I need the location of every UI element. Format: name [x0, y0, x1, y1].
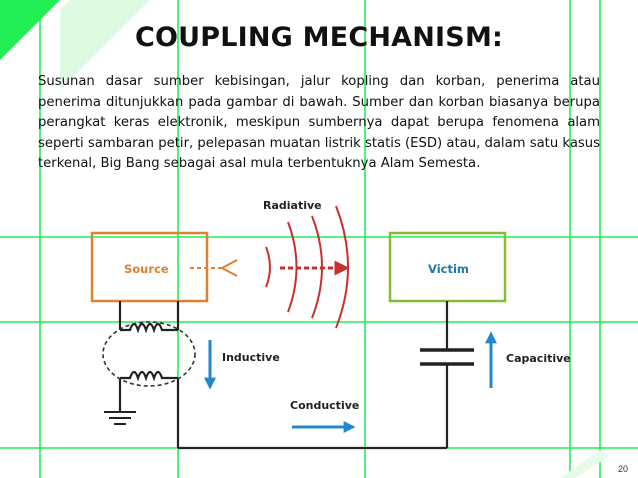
coupling-ellipse	[102, 321, 196, 387]
upper-coil	[120, 322, 178, 334]
corner-triangle-top-left	[0, 0, 60, 60]
antenna-icon	[190, 259, 238, 277]
inductive-label: Inductive	[222, 351, 280, 364]
victim-label: Victim	[428, 262, 469, 276]
inductive-circuit	[118, 301, 180, 448]
source-label: Source	[124, 262, 169, 276]
page-number: 20	[617, 464, 628, 474]
radiative-label: Radiative	[263, 199, 322, 212]
lower-coil	[120, 370, 178, 382]
slide-body-text: Susunan dasar sumber kebisingan, jalur k…	[38, 74, 600, 171]
conductive-label: Conductive	[290, 399, 359, 412]
corner-stripe-bottom-right	[560, 450, 610, 478]
ground-symbol	[104, 411, 136, 425]
capacitive-label: Capacitive	[506, 352, 571, 365]
slide-title: COUPLING MECHANISM:	[134, 22, 504, 53]
capacitor-symbol	[420, 301, 474, 448]
corner-band-top-left	[60, 0, 150, 90]
